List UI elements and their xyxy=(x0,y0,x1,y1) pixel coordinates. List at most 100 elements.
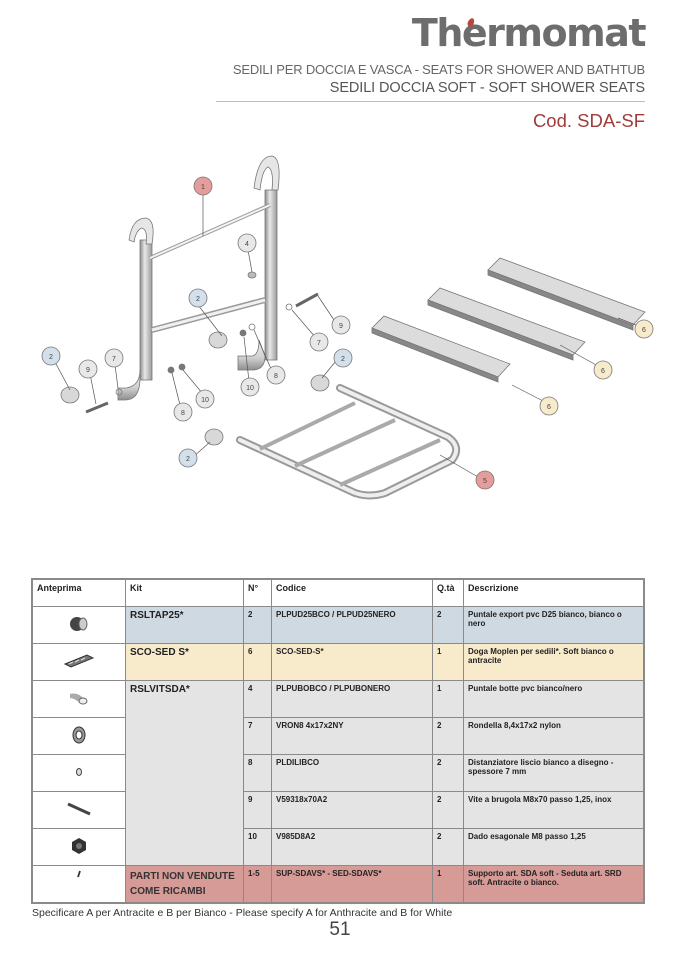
callout-1: 1 xyxy=(193,176,213,196)
callout-8a: 8 xyxy=(173,402,193,422)
kit-cell: SCO-SED S* xyxy=(125,643,244,681)
table-row: 10 V985D8A2 2 Dado esagonale M8 passo 1,… xyxy=(31,828,645,866)
number-cell: 8 xyxy=(243,754,272,792)
callout-10a: 10 xyxy=(195,389,215,409)
callout-circle xyxy=(195,389,215,409)
end-cap-icon xyxy=(70,617,88,631)
callout-circle xyxy=(188,288,208,308)
number-cell: 4 xyxy=(243,680,272,718)
preview-cell xyxy=(31,717,126,755)
qty-cell: 1 xyxy=(432,680,464,718)
callout-2d: 2 xyxy=(178,448,198,468)
callout-circle xyxy=(309,332,329,352)
description-cell: Supporto art. SDA soft - Seduta art. SRD… xyxy=(463,865,645,904)
preview-cell xyxy=(31,754,126,792)
callout-circle xyxy=(539,396,559,416)
hex-nut-icon xyxy=(72,838,86,854)
callout-circle xyxy=(104,348,124,368)
qty-cell: 2 xyxy=(432,717,464,755)
callout-label: 6 xyxy=(642,327,646,334)
callout-circle xyxy=(193,176,213,196)
spacer-icon xyxy=(76,768,82,776)
header-qty: Q.tà xyxy=(432,578,464,607)
code-cell: V985D8A2 xyxy=(271,828,433,866)
callout-5: 5 xyxy=(475,470,495,490)
seat-slats xyxy=(371,257,646,383)
seat-frame xyxy=(236,384,461,500)
callout-circle xyxy=(240,377,260,397)
callout-9a: 9 xyxy=(78,359,98,379)
preview-cell xyxy=(31,865,126,904)
exploded-diagram: 1 2 2 2 2 4 5 6 6 6 7 7 8 8 9 9 10 10 xyxy=(41,155,654,500)
number-cell: 9 xyxy=(243,791,272,829)
callouts: 1 2 2 2 2 4 5 6 6 6 7 7 8 8 9 9 10 10 xyxy=(41,176,654,490)
callout-circle xyxy=(475,470,495,490)
callout-circle xyxy=(178,448,198,468)
callout-label: 6 xyxy=(547,404,551,411)
table-row: PARTI NON VENDUTE COME RICAMBI 1-5 SUP-S… xyxy=(31,865,645,904)
description-cell: Puntale export pvc D25 bianco, bianco o … xyxy=(463,606,645,644)
callout-9b: 9 xyxy=(331,315,351,335)
brand-name: Thermomat xyxy=(411,11,647,55)
description-cell: Distanziatore liscio bianco a disegno - … xyxy=(463,754,645,792)
callout-4: 4 xyxy=(237,233,257,253)
preview-cell xyxy=(31,828,126,866)
table-header-row: Anteprima Kit N° Codice Q.tà Descrizione xyxy=(31,578,645,607)
callout-label: 8 xyxy=(274,373,278,380)
product-line-title: SEDILI DOCCIA SOFT - SOFT SHOWER SEATS xyxy=(329,80,645,96)
callout-circle xyxy=(333,348,353,368)
callout-label: 2 xyxy=(49,354,53,361)
callout-2c: 2 xyxy=(333,348,353,368)
callout-circle xyxy=(266,365,286,385)
qty-cell: 1 xyxy=(432,643,464,681)
leader-lines xyxy=(54,193,637,478)
seat-slat-icon xyxy=(63,654,95,668)
description-cell: Puntale botte pvc bianco/nero xyxy=(463,680,645,718)
table-row: 7 VRON8 4x17x2NY 2 Rondella 8,4x17x2 nyl… xyxy=(31,717,645,755)
number-cell: 1-5 xyxy=(243,865,272,904)
callout-7a: 7 xyxy=(104,348,124,368)
callout-8b: 8 xyxy=(266,365,286,385)
callout-label: 2 xyxy=(196,296,200,303)
callout-label: 7 xyxy=(317,340,321,347)
number-cell: 10 xyxy=(243,828,272,866)
header-code: Codice xyxy=(271,578,433,607)
category-title: SEDILI PER DOCCIA E VASCA - SEATS FOR SH… xyxy=(232,62,645,77)
kit-cell: RSLVITSDA* xyxy=(125,680,244,866)
code-cell: SUP-SDAVS* - SED-SDAVS* xyxy=(271,865,433,904)
callout-label: 4 xyxy=(245,241,249,248)
number-cell: 2 xyxy=(243,606,272,644)
qty-cell: 2 xyxy=(432,828,464,866)
description-cell: Dado esagonale M8 passo 1,25 xyxy=(463,828,645,866)
callout-label: 6 xyxy=(601,368,605,375)
preview-cell xyxy=(31,680,126,718)
callout-label: 10 xyxy=(246,385,254,392)
table-row: RSLTAP25* 2 PLPUD25BCO / PLPUD25NERO 2 P… xyxy=(31,606,645,644)
callout-circle xyxy=(78,359,98,379)
screw-icon xyxy=(67,802,91,816)
barrel-cap-icon xyxy=(70,693,88,705)
callout-label: 7 xyxy=(112,356,116,363)
code-cell: PLDILIBCO xyxy=(271,754,433,792)
parts-table: Anteprima Kit N° Codice Q.tà Descrizione… xyxy=(31,578,645,904)
brand-logo: Thermomat xyxy=(411,11,647,55)
table-row: SCO-SED S* 6 SCO-SED-S* 1 Doga Moplen pe… xyxy=(31,643,645,681)
callout-label: 10 xyxy=(201,397,209,404)
number-cell: 7 xyxy=(243,717,272,755)
code-cell: VRON8 4x17x2NY xyxy=(271,717,433,755)
table-row: RSLVITSDA* 4 PLPUBOBCO / PLPUBONERO 1 Pu… xyxy=(31,680,645,866)
page-number-container: 51 xyxy=(0,919,678,941)
callout-circle xyxy=(331,315,351,335)
header-divider xyxy=(216,101,645,102)
qty-cell: 2 xyxy=(432,606,464,644)
callout-7b: 7 xyxy=(309,332,329,352)
callout-label: 1 xyxy=(201,184,205,191)
preview-cell xyxy=(31,791,126,829)
callout-label: 8 xyxy=(181,410,185,417)
callout-6b: 6 xyxy=(593,360,613,380)
small-part-icon xyxy=(77,870,81,878)
callout-label: 2 xyxy=(341,356,345,363)
callout-10b: 10 xyxy=(240,377,260,397)
callout-6c: 6 xyxy=(539,396,559,416)
table-row: 8 PLDILIBCO 2 Distanziatore liscio bianc… xyxy=(31,754,645,792)
